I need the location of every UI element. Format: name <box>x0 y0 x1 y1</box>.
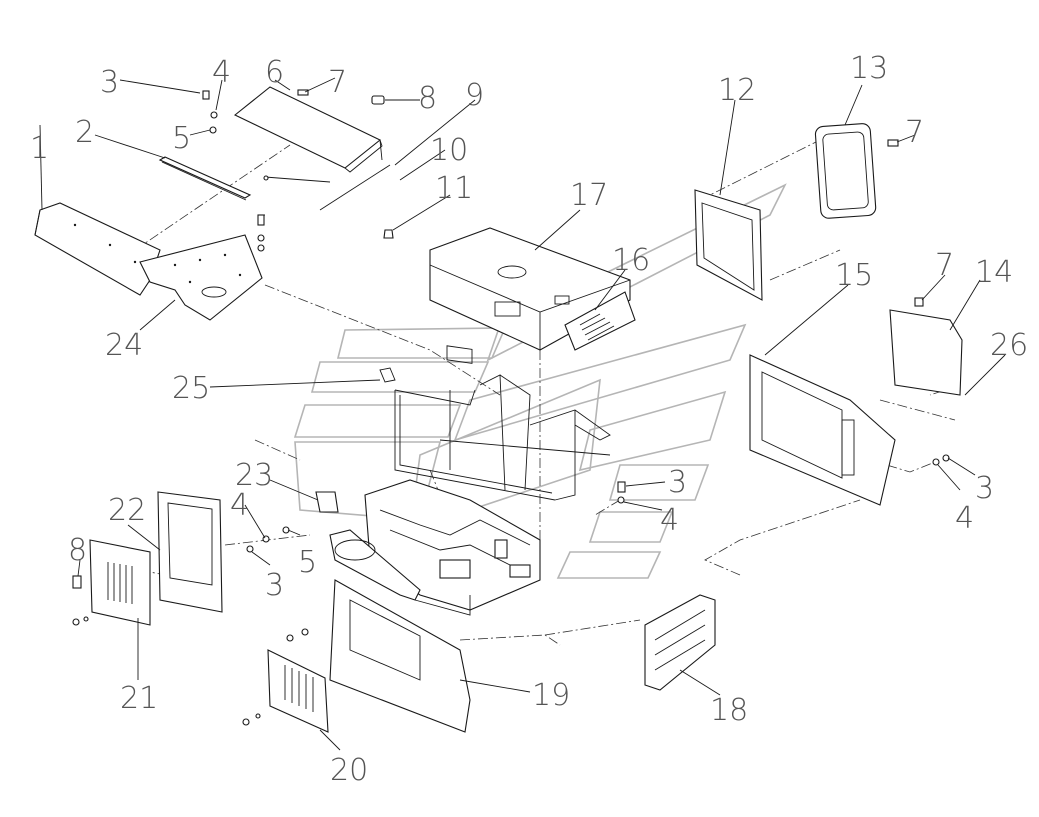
leader-lines <box>39 77 1006 751</box>
part-2-strip <box>158 156 252 201</box>
label-3-b: 3 <box>975 471 994 506</box>
part-12-door-panel <box>694 189 763 301</box>
part-14-side-panel <box>889 297 963 396</box>
label-8-b: 8 <box>68 533 87 568</box>
label-14: 14 <box>975 255 1013 290</box>
label-7-c: 7 <box>935 248 954 283</box>
label-3: 3 <box>100 65 119 100</box>
part-13-window-frame <box>814 123 899 219</box>
label-15: 15 <box>835 258 873 293</box>
part-18-step-ladder <box>644 594 716 691</box>
label-4-d: 4 <box>230 488 249 523</box>
part-20-grille <box>242 649 329 733</box>
label-8: 8 <box>418 81 437 116</box>
label-1: 1 <box>30 131 49 166</box>
assembly-lines <box>134 139 961 646</box>
label-21: 21 <box>120 681 158 716</box>
label-10: 10 <box>430 133 468 168</box>
label-3-c: 3 <box>668 465 687 500</box>
part-1-side-fender <box>34 202 161 296</box>
label-4-c: 4 <box>660 503 679 538</box>
fasteners-top <box>202 89 394 252</box>
label-17: 17 <box>570 178 608 213</box>
label-25: 25 <box>172 371 210 406</box>
label-4-b: 4 <box>955 501 974 536</box>
label-2: 2 <box>75 115 94 150</box>
part-24-floor-plate <box>139 234 263 321</box>
part-22-panel <box>157 491 290 613</box>
label-20: 20 <box>330 753 368 788</box>
part-23-small-plate <box>315 491 339 513</box>
part-6-top-cover <box>233 86 383 173</box>
part-21-grille <box>72 539 151 626</box>
part-25-central-frame <box>379 367 611 501</box>
part-labels: 1 2 3 4 5 6 7 8 9 10 11 12 13 7 17 16 15… <box>30 51 1028 788</box>
fasteners-middle <box>617 481 626 504</box>
chassis-assembly <box>329 479 541 616</box>
label-13: 13 <box>850 51 888 86</box>
label-12: 12 <box>718 73 756 108</box>
label-26: 26 <box>990 328 1028 363</box>
label-18: 18 <box>710 693 748 728</box>
label-11: 11 <box>435 171 473 206</box>
label-16: 16 <box>612 243 650 278</box>
label-19: 19 <box>532 678 570 713</box>
part-15-large-side-panel <box>749 354 950 506</box>
label-22: 22 <box>108 493 146 528</box>
label-4: 4 <box>212 55 231 90</box>
label-23: 23 <box>235 458 273 493</box>
part-17-upper-housing <box>429 227 631 364</box>
part-16-louver-panel <box>564 291 636 351</box>
label-5-b: 5 <box>298 545 317 580</box>
label-24: 24 <box>105 328 143 363</box>
label-5: 5 <box>172 121 191 156</box>
part-19-front-panel <box>286 579 471 733</box>
label-6: 6 <box>265 55 284 90</box>
label-3-d: 3 <box>265 568 284 603</box>
label-7-b: 7 <box>905 115 924 150</box>
label-9: 9 <box>465 78 484 113</box>
label-7: 7 <box>328 65 347 100</box>
